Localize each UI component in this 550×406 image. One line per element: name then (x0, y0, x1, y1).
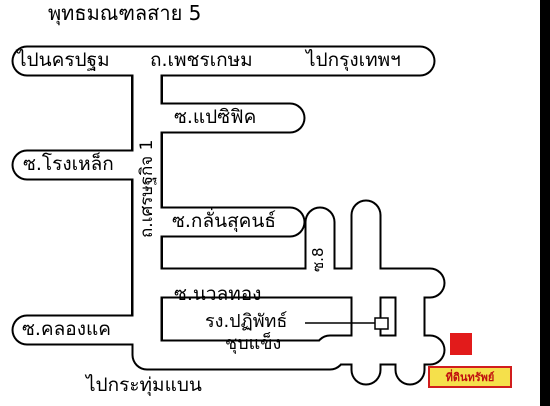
klan-sukhon-soi-label: ซ.กลั่นสุคนธ์ (172, 210, 276, 232)
school-label-line2: ชุบแข็ง (225, 333, 282, 354)
school-label-line1: รง.ปฏิพัทธ์ (205, 311, 288, 332)
to-krathum-baen-label: ไปกระทุ่มแบน (86, 374, 202, 396)
soi-8-label: ซ.8 (309, 247, 327, 273)
destination-marker (450, 333, 472, 355)
to-nakhon-pathom-label: ไปนครปฐม (17, 49, 110, 71)
top-road-label: พุทธมณฑลสาย 5 (48, 1, 202, 25)
setthakit-road-label: ถ.เศรษฐกิจ 1 (137, 139, 157, 239)
khlong-khae-soi-label: ซ.คลองแค (22, 318, 111, 340)
edge-bar (540, 0, 550, 406)
school-building-icon (374, 317, 389, 330)
block-edges (131, 75, 163, 341)
road-fills (13, 47, 444, 384)
to-bangkok-label: ไปกรุงเทพฯ (306, 49, 401, 71)
destination-badge: ที่ดินทรัพย์ (428, 366, 512, 388)
pacific-soi-label: ซ.แปซิฟิค (174, 106, 257, 128)
phetkasem-road-label: ถ.เพชรเกษม (150, 49, 253, 71)
rong-lek-soi-label: ซ.โรงเหล็ก (23, 153, 114, 175)
nuan-thong-soi-label: ซ.นวลทอง (174, 283, 262, 305)
